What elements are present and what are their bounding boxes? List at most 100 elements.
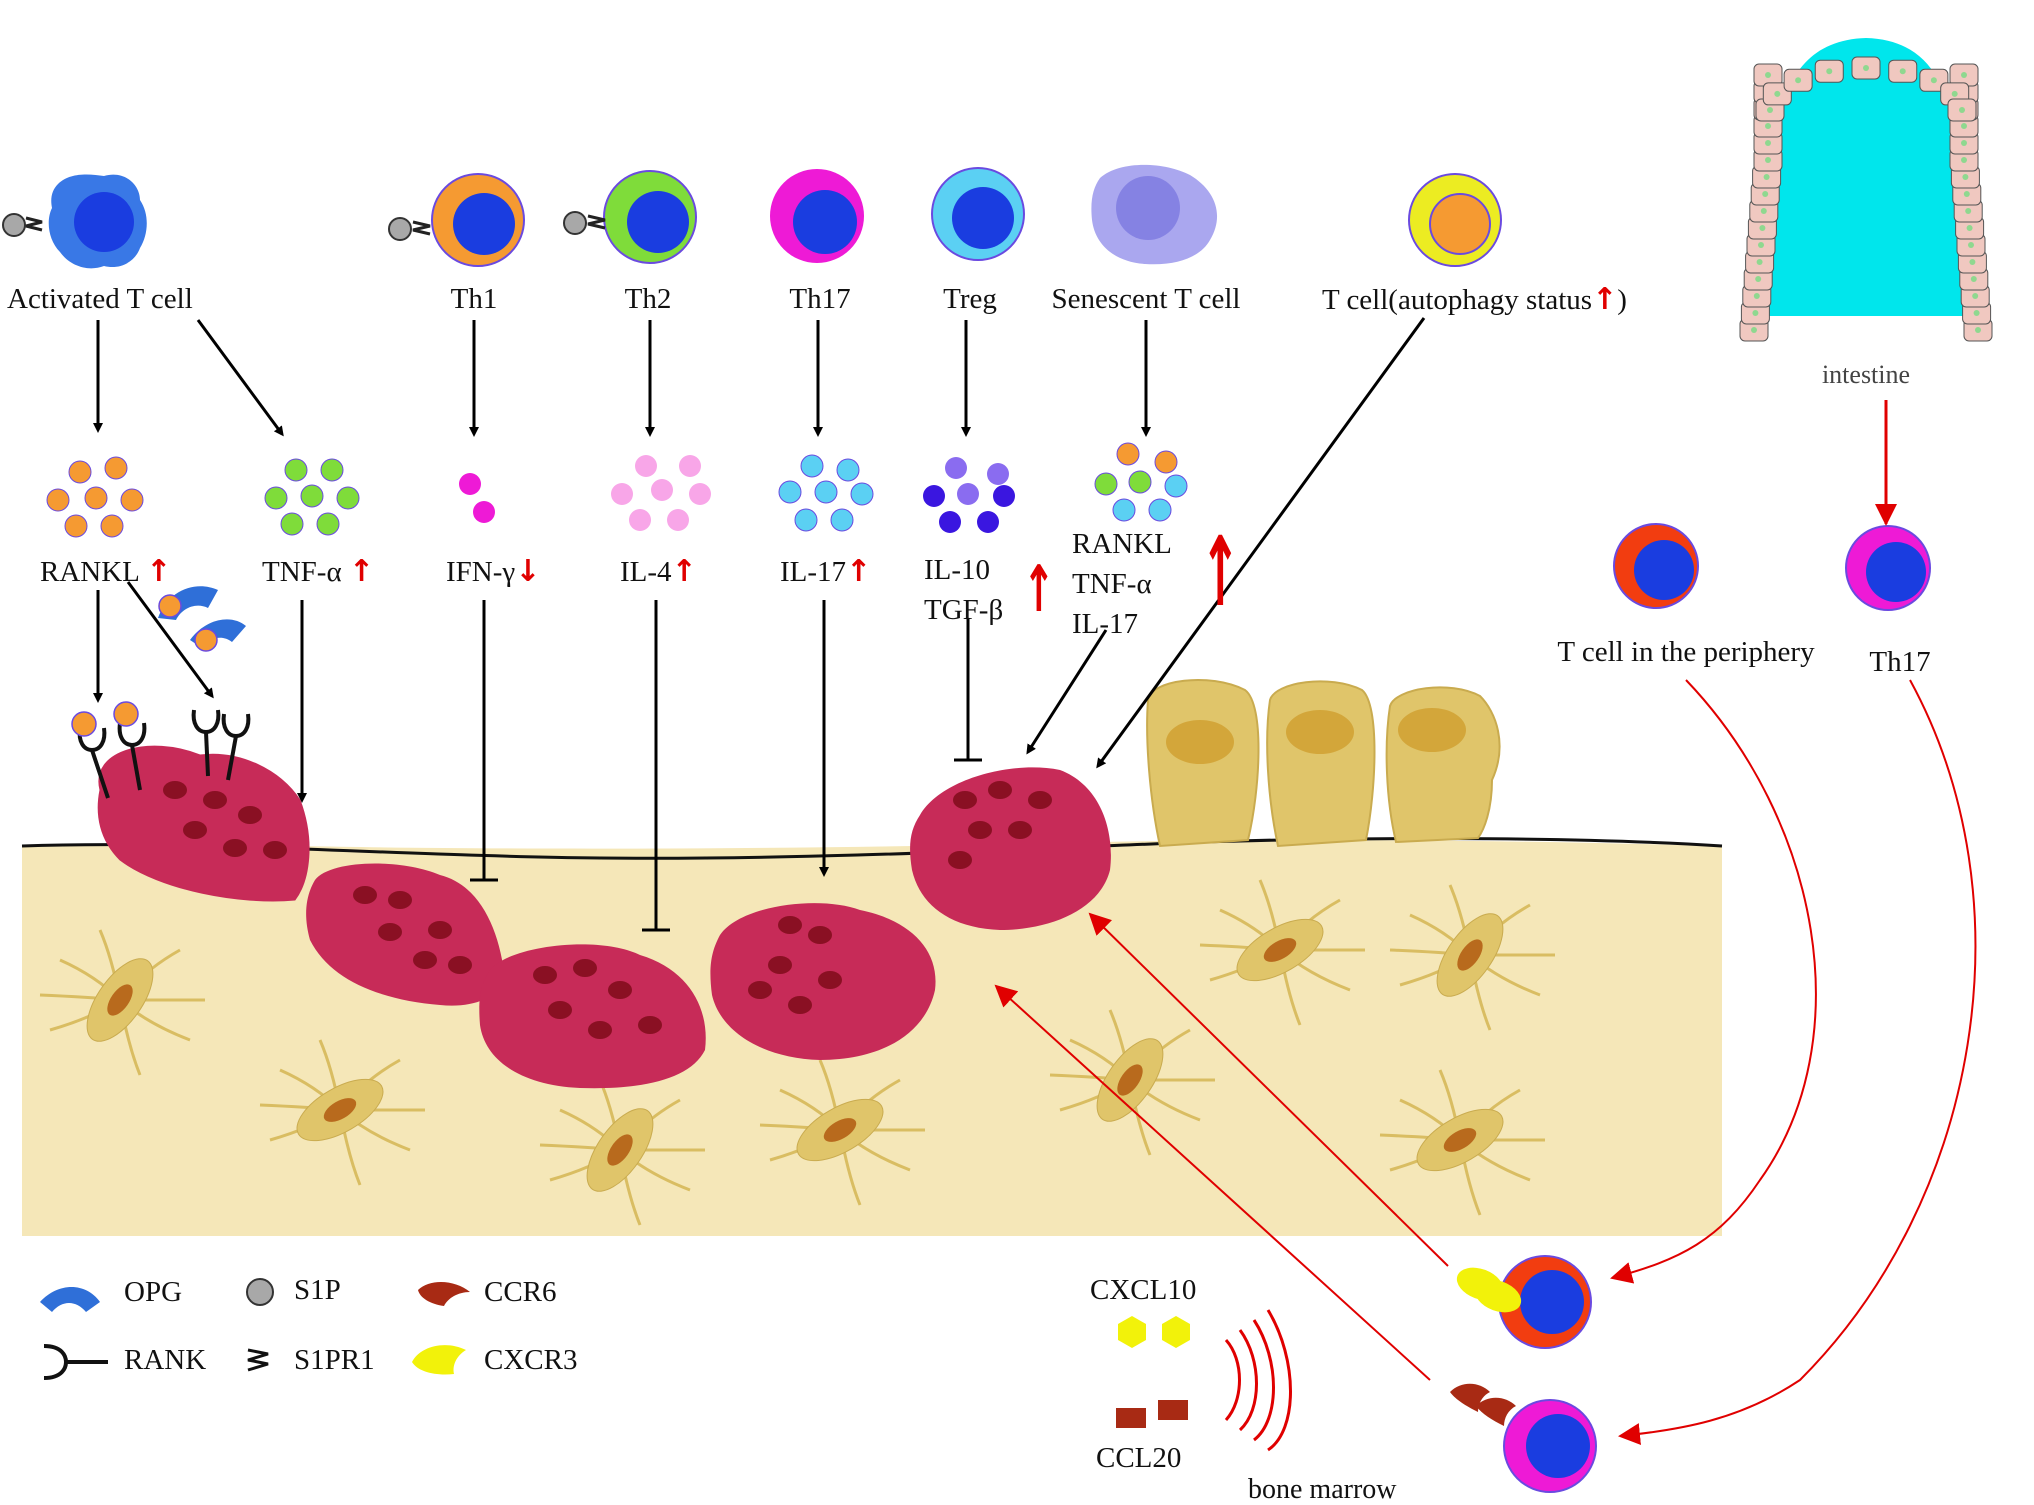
label-senescent-il17: IL-17 xyxy=(1072,608,1139,640)
villus-cell-nucleus xyxy=(1763,174,1770,180)
up-arrow-icon: ↑ xyxy=(146,554,172,589)
activated-t-cell xyxy=(2,174,147,269)
il4-text: IL-4 xyxy=(620,556,672,588)
osteoclast-5 xyxy=(910,767,1111,930)
villus-cell-nucleus xyxy=(1961,72,1967,78)
label-tgfb: TGF-β xyxy=(924,594,1004,626)
opg-legend-symbol xyxy=(40,1287,100,1312)
label-il10: IL-10 xyxy=(924,554,991,586)
osteoblast-3 xyxy=(1385,686,1501,844)
legend-s1p-label: S1P xyxy=(294,1274,341,1306)
label-il17: IL-17↑ xyxy=(780,557,871,587)
senescent-up-arrow-icon: ↑ xyxy=(1200,516,1241,628)
villus-cell-nucleus xyxy=(1759,225,1766,231)
treg-cell xyxy=(931,167,1025,261)
legend-ccr6-label: CCR6 xyxy=(484,1276,557,1308)
villus-cell-nucleus xyxy=(1774,90,1781,97)
villus-cell-nucleus xyxy=(1930,77,1937,84)
label-tnf: TNF-α ↑ xyxy=(262,557,374,587)
villus-cell-nucleus xyxy=(1765,157,1771,163)
intestine-villus xyxy=(1739,38,1993,342)
osteoclast-2 xyxy=(306,863,505,1006)
inhibition-lines xyxy=(470,600,982,932)
osteocyte xyxy=(259,1039,425,1186)
villus-cell-nucleus xyxy=(1899,68,1906,75)
osteocyte xyxy=(39,929,205,1076)
red-arrows xyxy=(994,400,1977,1445)
osteoclasts xyxy=(97,745,1111,1089)
villus-cell-nucleus xyxy=(1826,68,1833,75)
label-senescent-t-cell: Senescent T cell xyxy=(1051,283,1241,315)
opg-bound-rankl xyxy=(158,586,246,652)
villus-cell-nucleus xyxy=(1752,310,1759,316)
up-arrow-icon: ↑ xyxy=(846,554,872,589)
up-arrow-icon: ↑ xyxy=(1592,282,1618,317)
villus-cell-nucleus xyxy=(1968,242,1974,248)
th17-cell-right xyxy=(1845,525,1931,611)
label-ccl20: CCL20 xyxy=(1096,1442,1182,1474)
il17-text: IL-17 xyxy=(780,556,847,588)
rank-receptors xyxy=(71,701,251,799)
osteoclast-3 xyxy=(479,944,706,1089)
periphery-t-cell xyxy=(1613,523,1699,609)
villus-cell-nucleus xyxy=(1973,310,1980,316)
senescent-t-cell xyxy=(1091,164,1218,265)
osteocyte xyxy=(1049,1009,1215,1156)
villus-cell-nucleus xyxy=(1760,208,1767,214)
villus-cell-nucleus xyxy=(1795,77,1802,84)
black-arrows xyxy=(93,317,1426,877)
down-arrow-icon: ↓ xyxy=(515,554,541,589)
tnf-text: TNF-α xyxy=(262,556,342,588)
s1pr1-legend-symbol xyxy=(247,1348,269,1372)
label-periphery-t-cell: T cell in the periphery xyxy=(1557,636,1815,668)
cxcl10-hexagons xyxy=(1118,1316,1190,1348)
il17-dots xyxy=(778,454,874,532)
osteoblast-1 xyxy=(1146,679,1260,848)
villus-cell-nucleus xyxy=(1762,191,1769,197)
label-rankl: RANKL ↑ xyxy=(40,557,171,587)
villus-cell-nucleus xyxy=(1756,259,1763,265)
th17-cell xyxy=(770,169,864,263)
legend-symbols xyxy=(40,1278,470,1380)
bone-marrow-ccr6-th17 xyxy=(1450,1383,1597,1493)
label-th17: Th17 xyxy=(789,283,851,315)
autophagy-label-close: ) xyxy=(1617,284,1627,316)
osteocyte xyxy=(1379,1069,1545,1216)
legend-rank-label: RANK xyxy=(124,1344,207,1376)
villus-cell-nucleus xyxy=(1969,259,1976,265)
villus-cell-nucleus xyxy=(1767,107,1773,113)
villus-cell-nucleus xyxy=(1961,123,1967,129)
osteoclast-4 xyxy=(710,903,936,1060)
ccr6-legend-symbol xyxy=(418,1281,470,1306)
villus-cell-nucleus xyxy=(1963,191,1970,197)
s1p-legend-symbol xyxy=(246,1278,274,1306)
rank-legend-symbol xyxy=(43,1344,108,1380)
legend-cxcr3-label: CXCR3 xyxy=(484,1344,578,1376)
label-bone-marrow: bone marrow xyxy=(1248,1474,1397,1505)
villus-cell-nucleus xyxy=(1765,140,1771,146)
label-th2: Th2 xyxy=(624,283,672,315)
bone-marrow-cxcr3-t-cell xyxy=(1456,1255,1592,1349)
senescent-cytokine-dots xyxy=(1094,442,1188,522)
il4-dots xyxy=(611,455,711,531)
osteocyte xyxy=(1199,879,1365,1026)
up-arrow-icon: ↑ xyxy=(671,554,697,589)
label-ifn: IFN-γ↓ xyxy=(446,557,540,587)
label-il4: IL-4↑ xyxy=(620,557,697,587)
ifn-text: IFN-γ xyxy=(446,556,516,588)
villus-cell-nucleus xyxy=(1863,65,1869,71)
label-autophagy-t-cell: T cell(autophagy status↑) xyxy=(1322,285,1627,315)
osteoblasts xyxy=(1146,679,1501,848)
villus-cell-nucleus xyxy=(1951,90,1958,97)
cxcr3-legend-symbol xyxy=(412,1345,466,1375)
osteocytes xyxy=(39,879,1555,1226)
legend-opg-label: OPG xyxy=(124,1276,183,1308)
villus-cell-nucleus xyxy=(1961,157,1967,163)
label-treg: Treg xyxy=(943,283,997,315)
label-senescent-rankl: RANKL xyxy=(1072,528,1172,560)
autophagy-label-text: T cell(autophagy status xyxy=(1322,284,1593,316)
th2-cell xyxy=(563,170,697,264)
villus-cell-nucleus xyxy=(1751,327,1757,333)
villus-cell-nucleus xyxy=(1966,225,1973,231)
